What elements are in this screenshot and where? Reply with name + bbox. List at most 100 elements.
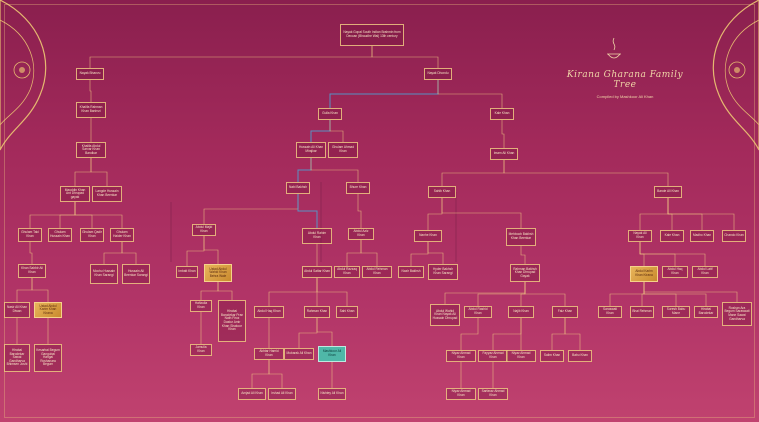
connector-line <box>16 278 33 302</box>
connector-line <box>31 278 49 302</box>
tree-node: Mubarak Ali Khan <box>284 348 314 360</box>
tree-node: Niyaz Ahmad Khan <box>506 350 536 362</box>
connector-line <box>437 80 503 108</box>
connector-line <box>346 240 362 266</box>
connector-line <box>89 46 373 68</box>
connector-line <box>503 160 669 186</box>
connector-line <box>360 240 378 266</box>
tree-node: Bhure Khan <box>346 182 370 194</box>
paisley-ornament-left-icon <box>0 0 47 151</box>
connector-line <box>297 194 318 228</box>
tree-node: Khalifa Abdul Sarvar Khan Bandkar <box>76 142 106 158</box>
tree-node: Sahi Khan <box>336 306 358 318</box>
connector-line <box>639 198 669 230</box>
connector-line <box>492 318 522 350</box>
tree-node: Abdul Rahim Khan <box>302 228 332 244</box>
tree-node: Faiz Khan <box>552 306 578 318</box>
tree-node: Abdul Haq Khan <box>662 266 688 278</box>
tree-node: Nayak Dhondu <box>424 68 452 80</box>
tree-node: Imbatt Khan <box>176 266 198 278</box>
connector-line <box>268 278 318 306</box>
tree-node: Ghulam Taki Khan <box>18 228 42 242</box>
tree-node: Kesarbai Begum Gangubai Hangal Roshanara… <box>34 344 62 372</box>
connector-line <box>268 360 283 388</box>
connector-line <box>316 318 333 346</box>
connector-line <box>59 202 76 228</box>
tree-node: Chando Khan <box>722 230 746 242</box>
palm-silhouette <box>170 202 172 262</box>
connector-line <box>460 318 479 350</box>
connector-line <box>297 158 312 182</box>
tree-node: Ghulam Qadir Khan <box>80 228 104 242</box>
connector-line <box>90 158 108 186</box>
tree-node: Abdul Rashid Khan <box>464 306 492 318</box>
tree-node: Mashkoor Ali Khan <box>318 346 346 362</box>
title-block: Kirana Gharana Family Tree Compiled by M… <box>560 70 690 99</box>
connector-line <box>186 236 205 266</box>
tree-node: Mochu Hussain Khan Sarangi <box>90 264 118 284</box>
tree-node: Amjad Ali Khan <box>238 388 266 400</box>
connector-line <box>200 282 219 300</box>
page-title: Kirana Gharana Family Tree <box>566 70 684 90</box>
connector-line <box>427 198 443 230</box>
tree-node: Nabi Bakhsh <box>286 182 310 194</box>
tree-node: Nayak Gopal South Indian Brahmin from De… <box>340 24 404 46</box>
tree-node: Sarfaraz Ahmad Khan <box>478 388 508 400</box>
connector-line <box>329 80 439 108</box>
connector-line <box>667 198 735 230</box>
connector-line <box>551 318 566 350</box>
tree-node: Bhai Rehman <box>630 306 654 318</box>
tree-node: Abdul Haq Khan <box>254 306 284 318</box>
tree-node: Nayak Bhanvu <box>76 68 104 80</box>
connector-line <box>520 246 526 264</box>
tree-node: Ghulam Haider Khan <box>110 228 134 242</box>
connector-line <box>564 318 581 350</box>
tree-node: Jamulla Khan <box>190 344 212 356</box>
tree-node: Sahib Khan <box>428 186 456 198</box>
tree-node: Nanhe Khan <box>414 230 442 242</box>
tree-node: Abdul Razzaq Khan <box>334 266 360 278</box>
tree-node: Niyaz Ahmad Khan <box>446 388 476 400</box>
connector-line <box>643 282 738 302</box>
lamp-ornament-icon <box>607 37 621 59</box>
tree-node: Hussain Ali Beenkar Sarangi <box>122 264 150 284</box>
tree-node: Hirabai Barodekar <box>694 306 718 318</box>
paisley-ornament-right-icon <box>712 0 759 151</box>
tree-node: Rahman Bakhsh Khan Dhrupad Gayak <box>510 264 540 282</box>
tree-node: Khalifa Rahman Khan Banhsri <box>76 102 106 118</box>
tree-node: Hussain Ali Khan Mirajkar <box>296 142 326 158</box>
credit-line: Compiled by Mashkoor Ali Khan <box>596 94 654 99</box>
tree-node: Niyaz Ahmad Khan <box>446 350 476 362</box>
tree-node: Nazir Bakhsh <box>398 266 424 278</box>
tree-node: Rahman Khan <box>304 306 330 318</box>
connector-line <box>103 242 123 264</box>
tree-node: Nishtey Ali Khan <box>318 388 346 400</box>
tree-node: Abdul Sattar Khan <box>302 266 332 278</box>
tree-node: Abdul Majid Khan <box>192 224 216 236</box>
tree-node: Madho Khan <box>690 230 714 242</box>
connector-line <box>410 242 429 266</box>
tree-node: Abdul Rehman Khan <box>362 266 392 278</box>
tree-node: Babu Khan <box>568 350 592 362</box>
tree-node: Irshad Ali Khan <box>268 388 296 400</box>
connector-line <box>310 120 331 142</box>
connector-line <box>251 360 270 388</box>
tree-node: Saraswati Khan <box>598 306 622 318</box>
connector-line <box>643 282 707 306</box>
connector-line <box>329 120 344 142</box>
connector-line <box>29 242 33 264</box>
connector-line <box>524 282 566 306</box>
connector-line <box>121 242 137 264</box>
tree-node: Langde Hussain Khan Beenkar <box>92 186 122 202</box>
tree-node: Fayyaz Ahmad Khan <box>478 350 508 362</box>
connector-line <box>357 194 362 228</box>
connector-line <box>89 80 92 102</box>
tree-node: Kale Khan <box>490 108 514 120</box>
connector-line <box>427 242 444 264</box>
tree-node: Gulla Khan <box>318 108 342 120</box>
connector-line <box>477 282 526 306</box>
connector-line <box>74 158 92 186</box>
tree-node: Abdul Aziz Khan <box>348 228 374 240</box>
